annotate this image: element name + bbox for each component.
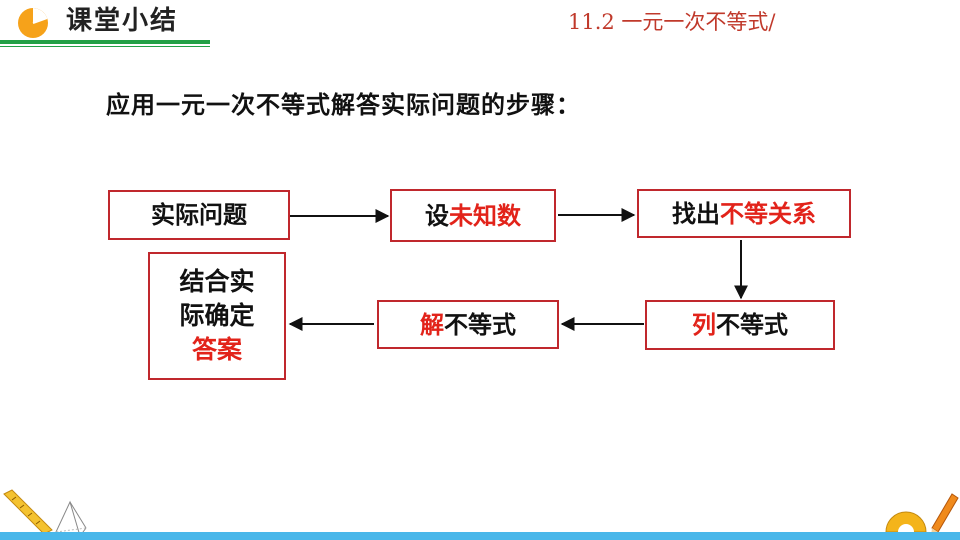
step-determine-answer: 结合实 际确定 答案 xyxy=(148,252,286,380)
step-find-relation: 找出不等关系 xyxy=(637,189,851,238)
protractor-icon xyxy=(886,512,926,532)
bottom-bar xyxy=(0,532,960,540)
step-text: 不等式 xyxy=(716,309,788,341)
step-highlight: 未知数 xyxy=(449,200,521,232)
step-solve-inequality: 解不等式 xyxy=(377,300,559,349)
step-text: 结合实 xyxy=(179,265,254,299)
step-actual-problem: 实际问题 xyxy=(108,190,290,240)
step-set-unknown: 设未知数 xyxy=(390,189,556,242)
step-highlight: 答案 xyxy=(192,333,242,367)
step-highlight: 列 xyxy=(692,309,716,341)
step-text: 实际问题 xyxy=(151,199,247,231)
ruler-icon xyxy=(4,490,52,534)
pyramid-icon xyxy=(56,502,86,536)
step-text: 际确定 xyxy=(179,299,254,333)
ruler-pyramid-decoration xyxy=(0,480,90,540)
step-text: 找出 xyxy=(672,198,720,230)
step-write-inequality: 列不等式 xyxy=(645,300,835,350)
step-text: 不等式 xyxy=(444,309,516,341)
step-text: 设 xyxy=(425,200,449,232)
step-highlight: 解 xyxy=(420,309,444,341)
pencil-icon xyxy=(931,494,958,536)
step-highlight: 不等关系 xyxy=(720,198,816,230)
